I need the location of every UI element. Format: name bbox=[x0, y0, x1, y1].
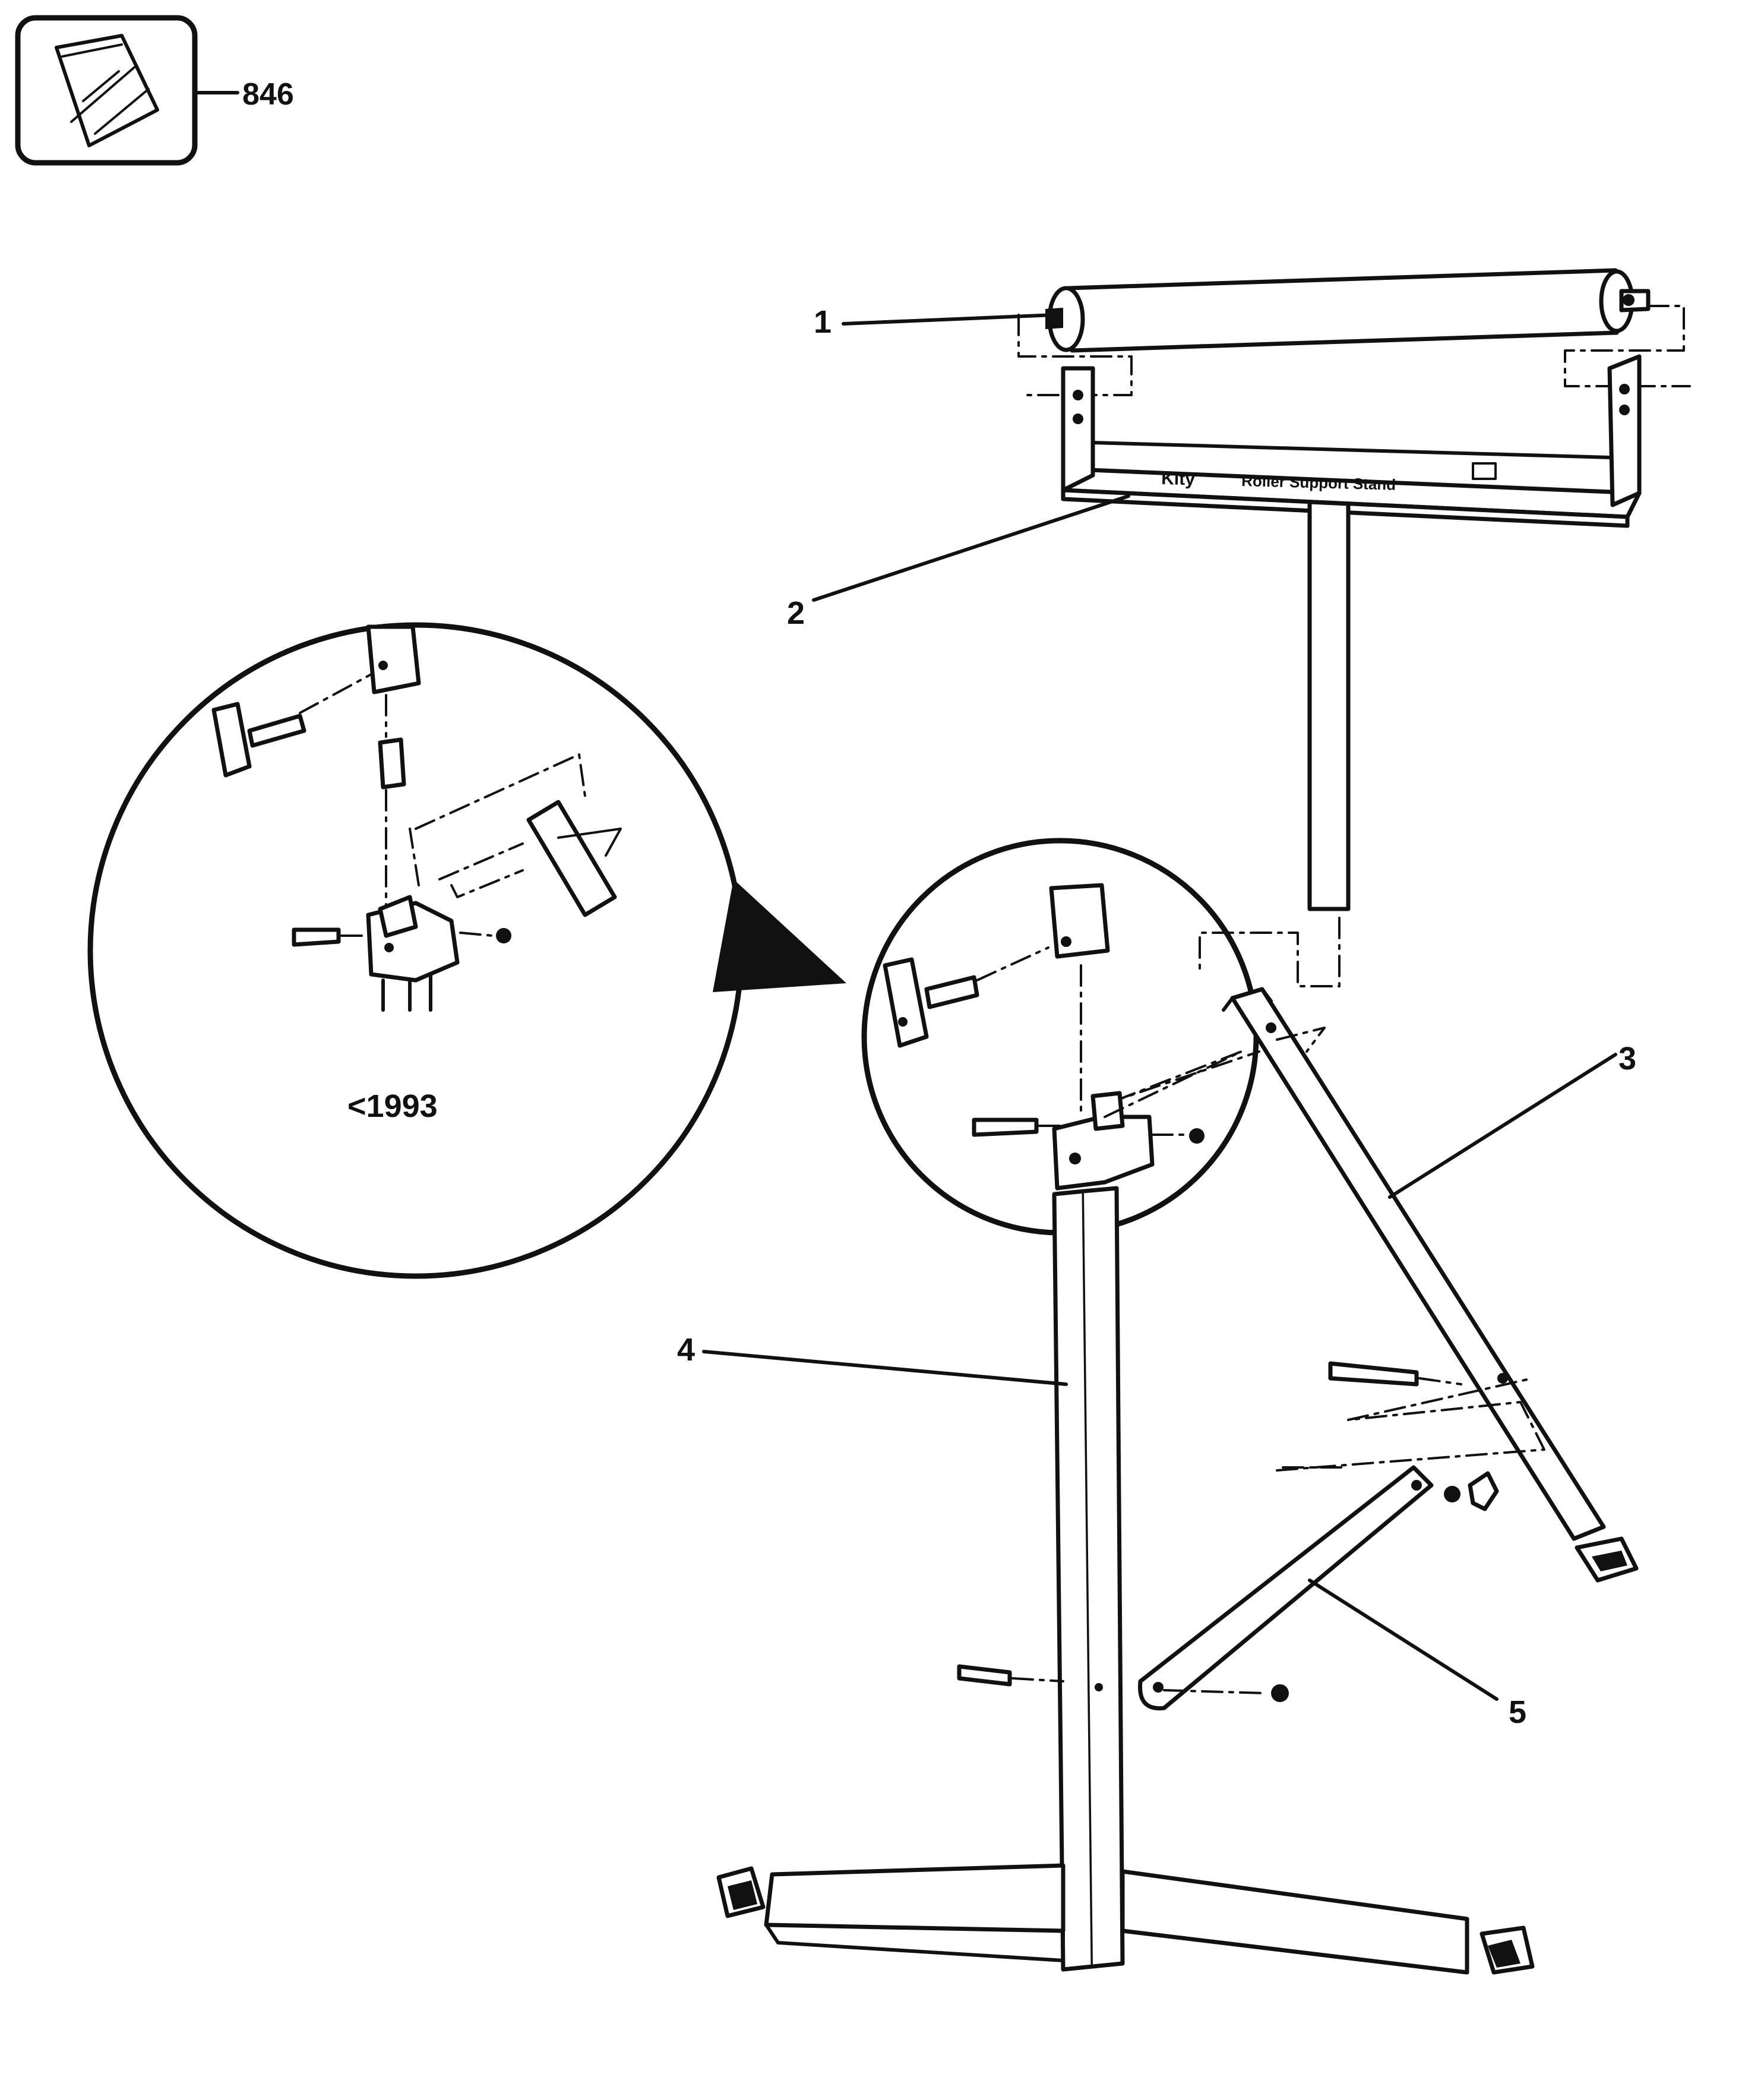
frame-plate-icon bbox=[1472, 462, 1497, 480]
brace-lower-nut bbox=[1271, 1684, 1289, 1702]
clamp-cap bbox=[1049, 883, 1110, 959]
rear-leg bbox=[1222, 987, 1606, 1541]
frame-brand-text: Kity bbox=[1161, 469, 1196, 489]
hinge-nut bbox=[1189, 1128, 1205, 1144]
kit-bag-box: 846 bbox=[15, 15, 294, 166]
foot-cap-right bbox=[1480, 1925, 1535, 1975]
bag-icon bbox=[55, 34, 159, 147]
rear-leg-leader-line bbox=[1388, 1053, 1617, 1199]
frame-leader-line bbox=[812, 494, 1130, 602]
rear-leg-callout: 3 bbox=[1618, 1041, 1636, 1077]
hinge-bolt bbox=[972, 1117, 1061, 1137]
inset-knob bbox=[211, 702, 306, 778]
brace-upper-washer bbox=[1444, 1486, 1460, 1502]
frame-callout: 2 bbox=[787, 595, 805, 631]
inset-pointer bbox=[713, 879, 846, 992]
brace-lower-bolt bbox=[957, 1664, 1064, 1687]
clamp-knob bbox=[883, 957, 979, 1048]
inset-label: <1993 bbox=[347, 1088, 438, 1124]
main-leg-callout-group: 4 bbox=[677, 1332, 1068, 1386]
main-leg-leader-line bbox=[702, 1350, 1068, 1386]
brace-leader-line bbox=[1308, 1579, 1499, 1701]
brace bbox=[1138, 1465, 1434, 1710]
post-insert-line bbox=[1199, 917, 1341, 987]
frame-post bbox=[1307, 500, 1351, 911]
roller-leader-line bbox=[842, 313, 1056, 326]
roller bbox=[1045, 268, 1651, 353]
roller-callout: 1 bbox=[814, 304, 832, 340]
hinge-bracket bbox=[1052, 1091, 1155, 1191]
inset-detail: <1993 bbox=[87, 622, 846, 1279]
rear-leg-callout-group: 3 bbox=[1388, 1041, 1636, 1199]
brace-callout-group: 5 bbox=[1308, 1579, 1526, 1730]
inset-clamp-cap bbox=[366, 624, 421, 694]
inset-upper-tube bbox=[526, 800, 622, 917]
foot-cap-left bbox=[716, 1866, 766, 1918]
brace-wing-nut bbox=[1468, 1471, 1499, 1511]
frame-callout-group: 2 bbox=[787, 494, 1130, 631]
frame: Kity Roller Support Stand bbox=[1061, 354, 1642, 911]
inset-clamp-tongue bbox=[378, 737, 406, 790]
inset-nut bbox=[496, 928, 511, 943]
brace-callout: 5 bbox=[1509, 1694, 1526, 1730]
inset-hinge-bracket bbox=[366, 895, 460, 1012]
rear-foot-cap bbox=[1575, 1536, 1639, 1583]
kit-callout: 846 bbox=[242, 77, 294, 112]
main-leg bbox=[764, 1186, 1469, 1975]
inset-bolt bbox=[292, 927, 366, 947]
brace-upper-bolt bbox=[1328, 1361, 1462, 1387]
frame-name-text: Roller Support Stand bbox=[1241, 472, 1396, 494]
main-leg-callout: 4 bbox=[677, 1332, 695, 1368]
